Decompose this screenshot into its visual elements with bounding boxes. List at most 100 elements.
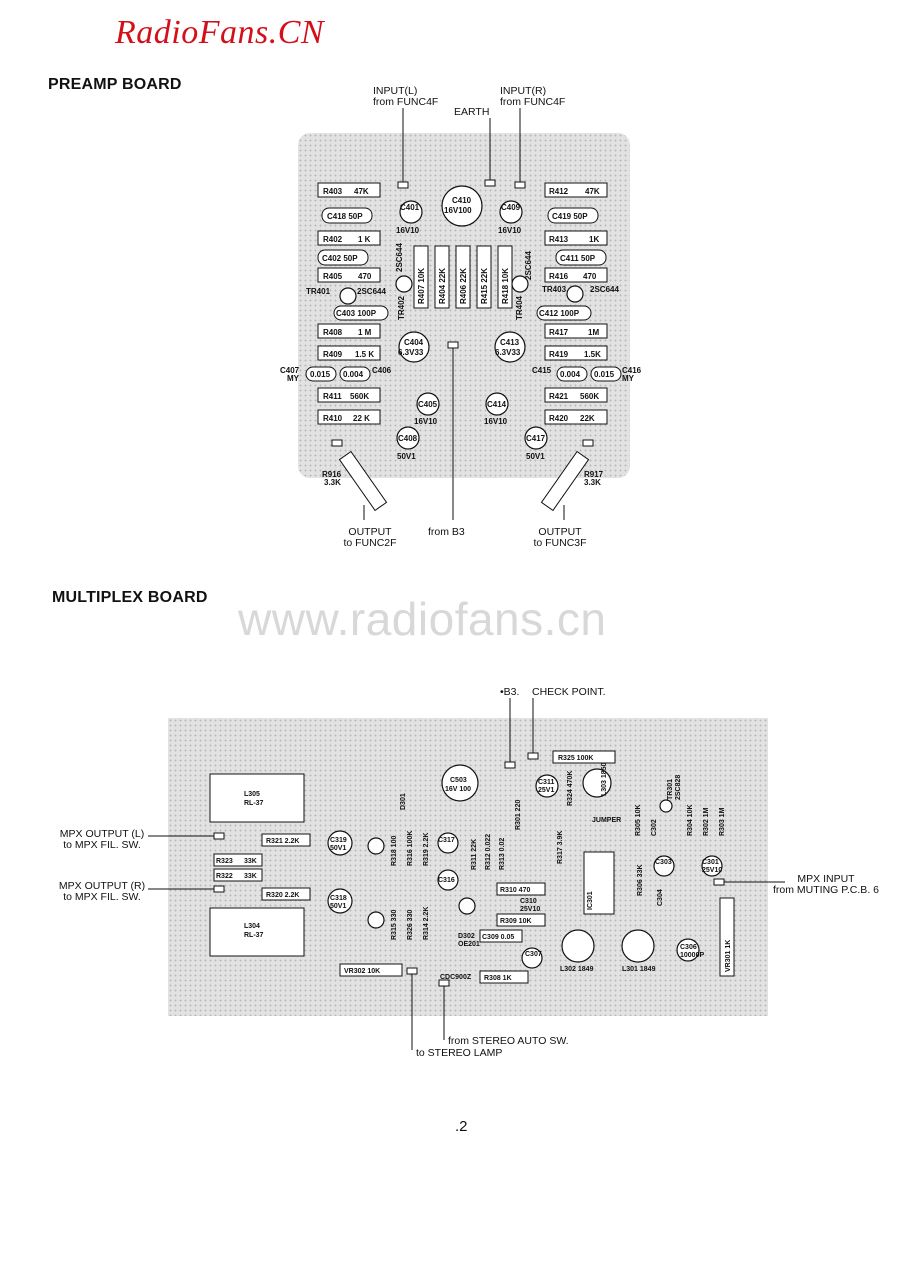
svg-text:16V10: 16V10 (498, 226, 522, 235)
svg-text:C319: C319 (330, 837, 347, 844)
svg-text:C401: C401 (400, 203, 420, 212)
svg-text:C406: C406 (372, 366, 392, 375)
svg-text:C405: C405 (418, 400, 438, 409)
svg-text:C307: C307 (525, 951, 542, 958)
mpx-input-label: MPX INPUT (797, 873, 855, 885)
svg-text:2SC644: 2SC644 (357, 287, 386, 296)
svg-text:R409: R409 (323, 350, 343, 359)
svg-text:22 K: 22 K (353, 414, 370, 423)
svg-text:C303: C303 (655, 859, 672, 866)
svg-text:R324 470K: R324 470K (567, 771, 574, 806)
input-r-source: from FUNC4F (500, 96, 566, 108)
svg-text:2SC644: 2SC644 (395, 243, 404, 272)
svg-text:MY: MY (287, 374, 300, 383)
check-point-label: CHECK POINT. (532, 686, 606, 698)
output-r-label: OUTPUT (538, 526, 582, 538)
svg-text:C410: C410 (452, 196, 472, 205)
svg-text:2SC644: 2SC644 (524, 251, 533, 280)
svg-text:IC301: IC301 (587, 891, 594, 910)
svg-text:2SC828: 2SC828 (675, 775, 682, 800)
multiplex-board-drawing: R325 100K C503 16V 100 C311 25V1 JUMPER … (148, 698, 785, 1050)
svg-text:R319 2.2K: R319 2.2K (423, 833, 430, 866)
svg-text:47K: 47K (354, 187, 369, 196)
svg-text:33K: 33K (244, 858, 257, 865)
svg-text:R316 100K: R316 100K (407, 831, 414, 866)
svg-text:R417: R417 (549, 328, 569, 337)
svg-text:16V10: 16V10 (414, 417, 438, 426)
svg-text:25V1: 25V1 (538, 787, 554, 794)
svg-text:1 M: 1 M (358, 328, 372, 337)
svg-text:C503: C503 (450, 777, 467, 784)
svg-text:L303 1850: L303 1850 (601, 762, 608, 796)
svg-text:470: 470 (358, 272, 372, 281)
svg-text:50V1: 50V1 (330, 903, 346, 910)
svg-text:R403: R403 (323, 187, 343, 196)
svg-text:16V100: 16V100 (444, 206, 472, 215)
svg-text:R326 330: R326 330 (407, 910, 414, 940)
svg-text:50V1: 50V1 (330, 845, 346, 852)
svg-text:R418 10K: R418 10K (501, 268, 510, 304)
watermark: www.radiofans.cn (238, 593, 607, 645)
svg-text:C304: C304 (657, 889, 664, 906)
svg-text:16V10: 16V10 (396, 226, 420, 235)
svg-text:TR401: TR401 (306, 287, 331, 296)
svg-text:C415: C415 (532, 366, 552, 375)
svg-text:L304: L304 (244, 923, 260, 930)
svg-text:C318: C318 (330, 895, 347, 902)
svg-text:C306: C306 (680, 944, 697, 951)
svg-text:C310: C310 (520, 898, 537, 905)
svg-text:6.3V33: 6.3V33 (495, 348, 521, 357)
svg-text:D301: D301 (400, 793, 407, 810)
svg-text:JUMPER: JUMPER (592, 817, 621, 824)
from-b3-label: from B3 (428, 526, 465, 538)
svg-text:C403 100P: C403 100P (336, 309, 377, 318)
from-stereo-auto-label: from STEREO AUTO SW. (448, 1035, 569, 1047)
svg-text:R309 10K: R309 10K (500, 918, 532, 925)
svg-text:R415 22K: R415 22K (480, 268, 489, 304)
output-r-dest: to FUNC3F (533, 537, 587, 549)
svg-text:R317 3.9K: R317 3.9K (557, 831, 564, 864)
svg-text:CDC900Z: CDC900Z (440, 974, 472, 981)
mpx-output-r-label: MPX OUTPUT (R) (58, 880, 146, 892)
svg-text:R308 1K: R308 1K (484, 975, 512, 982)
svg-text:R312 0.022: R312 0.022 (485, 834, 492, 870)
svg-text:R413: R413 (549, 235, 569, 244)
svg-text:C316: C316 (438, 877, 455, 884)
svg-text:R306 33K: R306 33K (637, 864, 644, 896)
svg-text:R310 470: R310 470 (500, 887, 530, 894)
svg-text:R405: R405 (323, 272, 343, 281)
svg-text:C417: C417 (526, 434, 546, 443)
svg-text:R420: R420 (549, 414, 569, 423)
svg-text:C301: C301 (702, 859, 719, 866)
svg-text:R322: R322 (216, 873, 233, 880)
svg-text:3.3K: 3.3K (324, 478, 341, 487)
svg-text:560K: 560K (580, 392, 599, 401)
input-l-label: INPUT(L) (373, 85, 418, 97)
page-number: .2 (455, 1118, 468, 1135)
svg-text:R416: R416 (549, 272, 569, 281)
earth-label: EARTH (454, 106, 490, 118)
svg-text:1M: 1M (588, 328, 599, 337)
svg-text:C413: C413 (500, 338, 520, 347)
mpx-output-l-dest: to MPX FIL. SW. (63, 839, 141, 851)
svg-text:R410: R410 (323, 414, 343, 423)
output-l-label: OUTPUT (348, 526, 392, 538)
svg-text:0.015: 0.015 (310, 370, 331, 379)
svg-text:1.5 K: 1.5 K (355, 350, 374, 359)
svg-text:C317: C317 (438, 837, 455, 844)
svg-text:C402 50P: C402 50P (322, 254, 358, 263)
svg-text:RL-37: RL-37 (244, 932, 264, 939)
input-r-label: INPUT(R) (500, 85, 547, 97)
svg-text:0.004: 0.004 (560, 370, 581, 379)
brand-logo: RadioFans.CN (115, 14, 325, 51)
svg-text:R315 330: R315 330 (391, 910, 398, 940)
svg-text:1 K: 1 K (358, 235, 371, 244)
svg-text:R916: R916 (322, 470, 342, 479)
svg-text:TR301: TR301 (667, 779, 674, 800)
svg-text:22K: 22K (580, 414, 595, 423)
svg-text:R421: R421 (549, 392, 569, 401)
svg-text:50V1: 50V1 (526, 452, 545, 461)
svg-text:C411 50P: C411 50P (560, 254, 596, 263)
svg-text:C419 50P: C419 50P (552, 212, 588, 221)
svg-text:25V10: 25V10 (520, 906, 540, 913)
